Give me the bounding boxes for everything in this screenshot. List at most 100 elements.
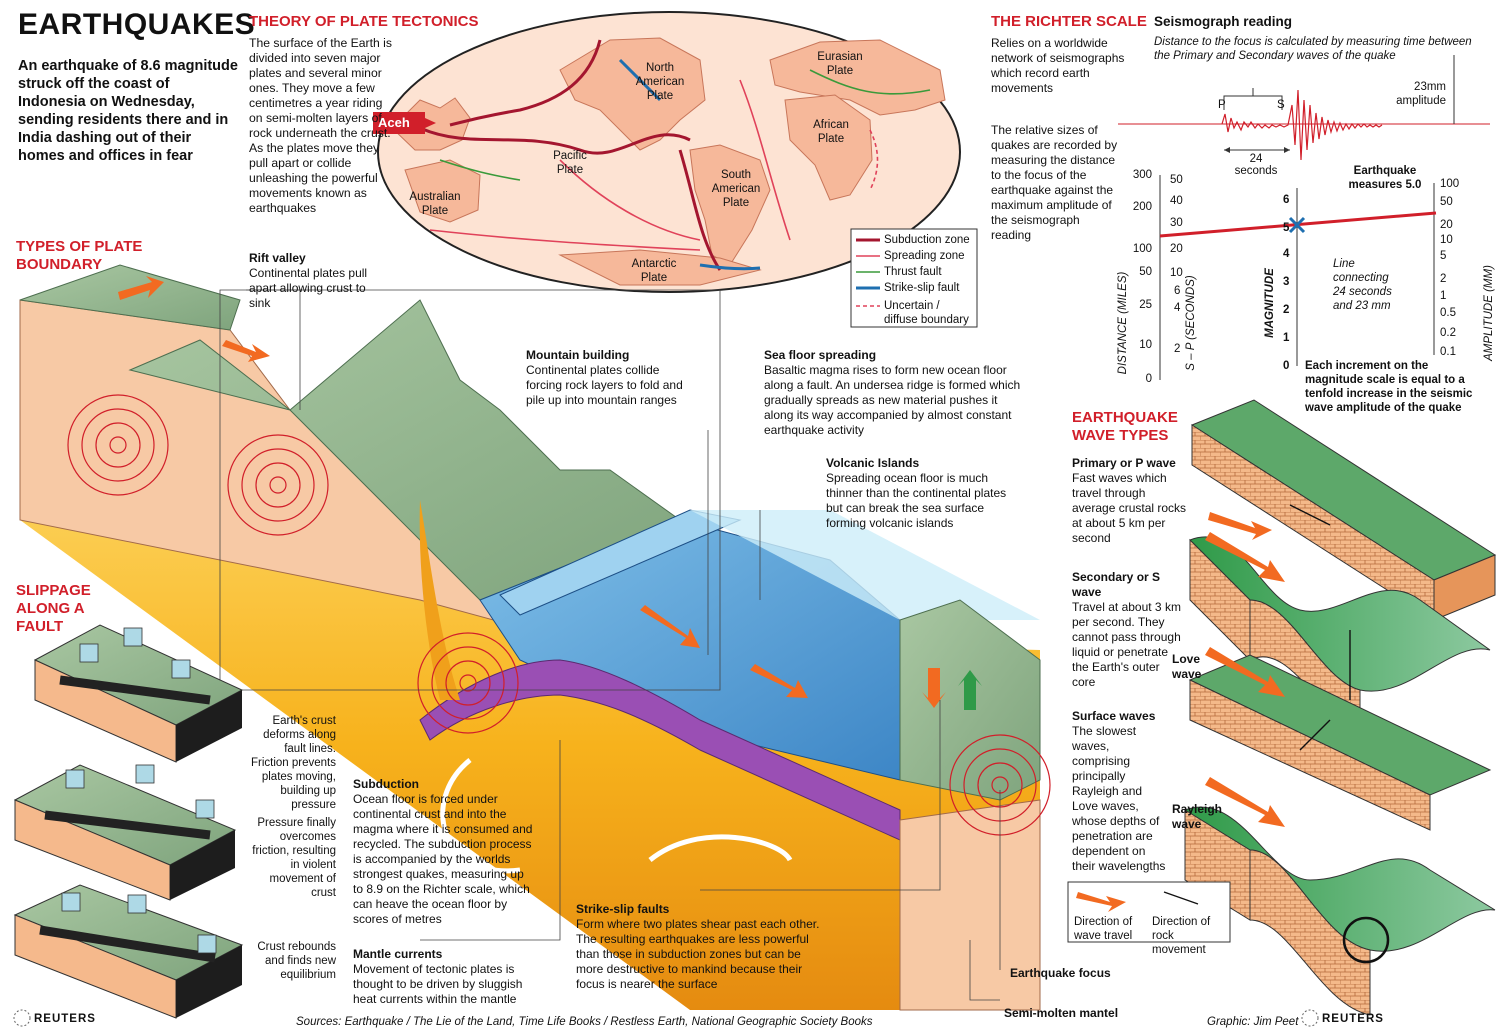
- strike-slip-text: Form where two plates shear past each ot…: [576, 917, 820, 991]
- magnitude-marker: [1288, 216, 1306, 234]
- s-label: S: [1277, 99, 1285, 111]
- seismo-subtitle: Distance to the focus is calculated by m…: [1154, 36, 1472, 62]
- aceh-label: Aceh: [378, 115, 410, 130]
- p-wave-text: Fast waves which travel through average …: [1072, 471, 1187, 545]
- legend-thrust: Thrust fault: [884, 266, 942, 278]
- amplitude-tick: 10: [1440, 234, 1453, 246]
- distance-tick: 0: [1145, 373, 1152, 385]
- mantle-title: Mantle currents: [353, 947, 443, 961]
- increment-note: Each increment on the magnitude scale is…: [1305, 360, 1473, 414]
- distance-tick: 25: [1139, 299, 1152, 311]
- axis-amplitude-title: AMPLITUDE (MM): [1483, 265, 1495, 361]
- s-wave-title: Secondary or S wave: [1072, 570, 1161, 599]
- legend-spreading: Spreading zone: [884, 250, 965, 262]
- legend-uncertain: Uncertain / diffuse boundary: [884, 300, 969, 326]
- reuters-logo-right: [1301, 1009, 1319, 1027]
- sp-tick: 30: [1170, 217, 1183, 229]
- seafloor-text: Basaltic magma rises to form new ocean f…: [764, 363, 1021, 437]
- sp-tick: 2: [1174, 343, 1181, 355]
- seismo-title: Seismograph reading: [1154, 14, 1293, 29]
- plate-label-african: African Plate: [813, 119, 849, 145]
- slippage-title: SLIPPAGE ALONG A FAULT: [16, 582, 91, 635]
- love-wave-label: Love wave: [1172, 652, 1202, 681]
- plate-label-south-american: South American Plate: [711, 169, 761, 209]
- amplitude-tick: 0.5: [1440, 307, 1456, 319]
- reuters-logo-left: [13, 1009, 31, 1027]
- map-legend-box: [850, 228, 978, 328]
- mountain-text: Continental plates collide forcing rock …: [526, 363, 683, 407]
- axis-magnitude-title: MAGNITUDE: [1264, 268, 1276, 338]
- richter-title: THE RICHTER SCALE: [991, 13, 1147, 30]
- seconds-unit: seconds: [1234, 165, 1278, 177]
- world-map: [377, 11, 961, 293]
- strike-slip-title: Strike-slip faults: [576, 902, 670, 916]
- tectonics-text: The surface of the Earth is divided into…: [249, 36, 392, 215]
- seconds-value: 24: [1249, 153, 1263, 165]
- surface-wave-text: The slowest waves, comprising principall…: [1072, 724, 1166, 873]
- magnitude-tick: 5: [1283, 222, 1290, 234]
- axis-distance-title: DISTANCE (MILES): [1117, 271, 1129, 375]
- amplitude-unit: amplitude: [1396, 95, 1446, 107]
- sp-tick: 40: [1170, 195, 1183, 207]
- axis-sp-title: S – P (SECONDS): [1185, 275, 1197, 371]
- aceh-tag: [373, 112, 425, 134]
- amplitude-tick: 1: [1440, 290, 1447, 302]
- amplitude-tick: 100: [1440, 178, 1460, 190]
- slippage-blocks: [13, 624, 244, 1019]
- lead-text: An earthquake of 8.6 magnitude struck of…: [18, 58, 238, 164]
- richter-text-1: Relies on a worldwide network of seismog…: [991, 36, 1125, 95]
- reuters-label-left: REUTERS: [34, 1013, 96, 1025]
- distance-tick: 50: [1139, 266, 1152, 278]
- sp-tick: 20: [1170, 243, 1183, 255]
- slippage-step-2: Pressure finally overcomes friction, res…: [252, 817, 336, 899]
- rift-title: Rift valley: [249, 251, 306, 265]
- sp-tick: 6: [1174, 285, 1181, 297]
- tectonics-title: THEORY OF PLATE TECTONICS: [249, 13, 479, 30]
- volcanic-text: Spreading ocean floor is much thinner th…: [826, 471, 1007, 530]
- sp-tick: 4: [1174, 302, 1181, 314]
- plate-label-north-american: North American Plate: [635, 62, 685, 102]
- graphic-credit: Graphic: Jim Peet: [1207, 1016, 1299, 1028]
- amplitude-tick: 2: [1440, 273, 1447, 285]
- amplitude-tick: 50: [1440, 196, 1453, 208]
- amplitude-tick: 0.2: [1440, 327, 1456, 339]
- subduction-text: Ocean floor is forced under continental …: [353, 792, 533, 926]
- slippage-step-1: Earth's crust deforms along fault lines.…: [250, 715, 336, 811]
- amplitude-value: 23mm: [1414, 81, 1446, 93]
- legend-subduction: Subduction zone: [884, 234, 970, 246]
- surface-wave-title: Surface waves: [1072, 709, 1156, 723]
- amplitude-tick: 5: [1440, 250, 1447, 262]
- sources-note: Sources: Earthquake / The Lie of the Lan…: [296, 1016, 873, 1028]
- magnitude-tick: 0: [1283, 360, 1290, 372]
- mantel-label: Semi-molten mantel: [1004, 1006, 1119, 1020]
- quake-measure-label: Earthquake measures 5.0: [1340, 164, 1430, 192]
- reuters-label-right: REUTERS: [1322, 1013, 1384, 1025]
- focus-label: Earthquake focus: [1010, 966, 1111, 980]
- legend-strike-slip: Strike-slip fault: [884, 282, 960, 294]
- s-wave-text: Travel at about 3 km per second. They ca…: [1072, 600, 1181, 689]
- boundary-title: TYPES OF PLATE BOUNDARY: [16, 238, 143, 273]
- plate-label-antarctic: Antarctic Plate: [631, 258, 677, 284]
- distance-tick: 300: [1132, 169, 1152, 181]
- rift-text: Continental plates pull apart allowing c…: [249, 266, 368, 310]
- richter-text-2: The relative sizes of quakes are recorde…: [991, 123, 1118, 242]
- seismograph-trace: [1118, 55, 1490, 161]
- amplitude-tick: 20: [1440, 219, 1453, 231]
- mantle-text: Movement of tectonic plates is thought t…: [353, 962, 523, 1006]
- legend-rock-movement: Direction of rock movement: [1152, 916, 1211, 956]
- magnitude-tick: 4: [1283, 248, 1290, 260]
- plate-label-eurasian: Eurasian Plate: [817, 51, 863, 77]
- connecting-line-label: Line connecting 24 seconds and 23 mm: [1333, 258, 1392, 312]
- seafloor-title: Sea floor spreading: [764, 348, 877, 362]
- magnitude-tick: 3: [1283, 276, 1290, 288]
- amplitude-tick: 0.1: [1440, 346, 1456, 358]
- sp-tick: 50: [1170, 174, 1183, 186]
